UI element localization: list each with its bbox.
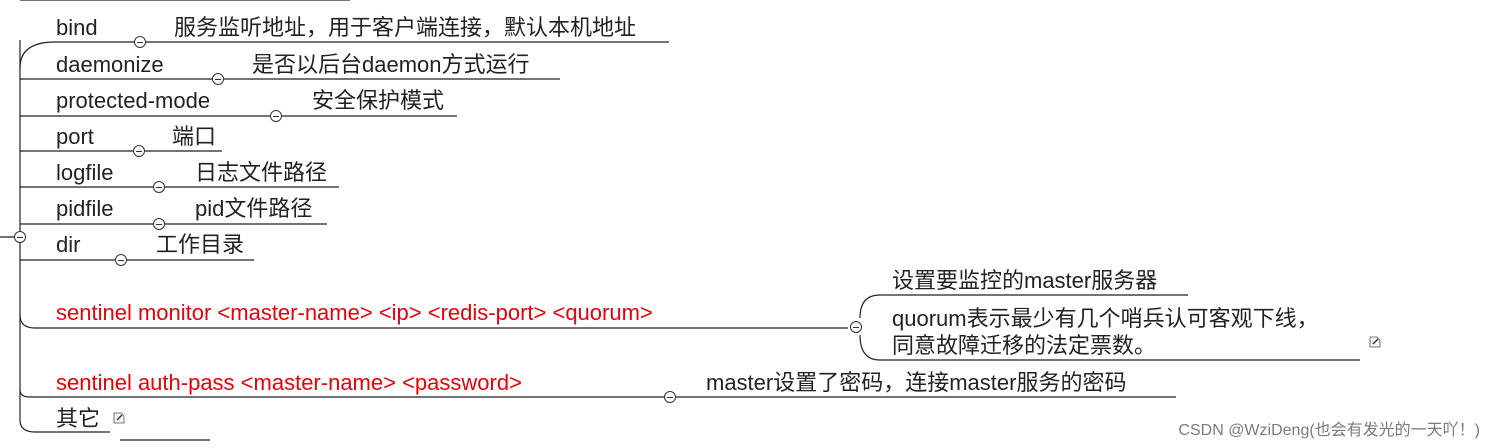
- node-desc-bind: 服务监听地址，用于客户端连接，默认本机地址: [174, 15, 637, 40]
- node-desc-pidfile: pid文件路径: [195, 196, 313, 221]
- collapse-icon[interactable]: [153, 218, 165, 230]
- collapse-icon[interactable]: [134, 36, 146, 48]
- node-desc-dir: 工作目录: [156, 232, 245, 257]
- node-sentinel-monitor[interactable]: sentinel monitor <master-name> <ip> <red…: [56, 300, 653, 325]
- node-child-sentinel-monitor: 设置要监控的master服务器: [892, 268, 1158, 293]
- node-port[interactable]: port: [56, 124, 94, 149]
- collapse-icon[interactable]: [664, 391, 676, 403]
- node-protected-mode[interactable]: protected-mode: [56, 88, 211, 113]
- collapse-icon[interactable]: [133, 145, 145, 157]
- collapse-icon[interactable]: [212, 73, 224, 85]
- node-child-sentinel-monitor: 同意故障迁移的法定票数。: [892, 333, 1157, 358]
- collapse-icon[interactable]: [14, 231, 26, 243]
- node-desc-sentinel-auth-pass: master设置了密码，连接master服务的密码: [706, 370, 1127, 395]
- collapse-icon[interactable]: [270, 110, 282, 122]
- node-daemonize[interactable]: daemonize: [56, 52, 164, 77]
- watermark: CSDN @WziDeng(也会有发光的一天吖！): [1178, 422, 1480, 439]
- node-desc-port: 端口: [172, 124, 217, 149]
- node-sentinel-auth-pass[interactable]: sentinel auth-pass <master-name> <passwo…: [56, 370, 522, 395]
- node-desc-daemonize: 是否以后台daemon方式运行: [252, 52, 530, 77]
- node-logfile[interactable]: logfile: [56, 160, 114, 185]
- node-desc-logfile: 日志文件路径: [195, 160, 328, 185]
- node-pidfile[interactable]: pidfile: [56, 196, 114, 221]
- note-icon[interactable]: [1368, 335, 1382, 349]
- node-dir[interactable]: dir: [56, 232, 81, 257]
- note-icon[interactable]: [112, 411, 126, 425]
- collapse-icon[interactable]: [115, 254, 127, 266]
- node-other[interactable]: 其它: [56, 406, 101, 431]
- collapse-icon[interactable]: [850, 321, 862, 333]
- collapse-icon[interactable]: [153, 181, 165, 193]
- node-child-sentinel-monitor: quorum表示最少有几个哨兵认可客观下线，: [892, 306, 1319, 331]
- node-bind[interactable]: bind: [56, 15, 98, 40]
- node-desc-protected-mode: 安全保护模式: [312, 88, 445, 113]
